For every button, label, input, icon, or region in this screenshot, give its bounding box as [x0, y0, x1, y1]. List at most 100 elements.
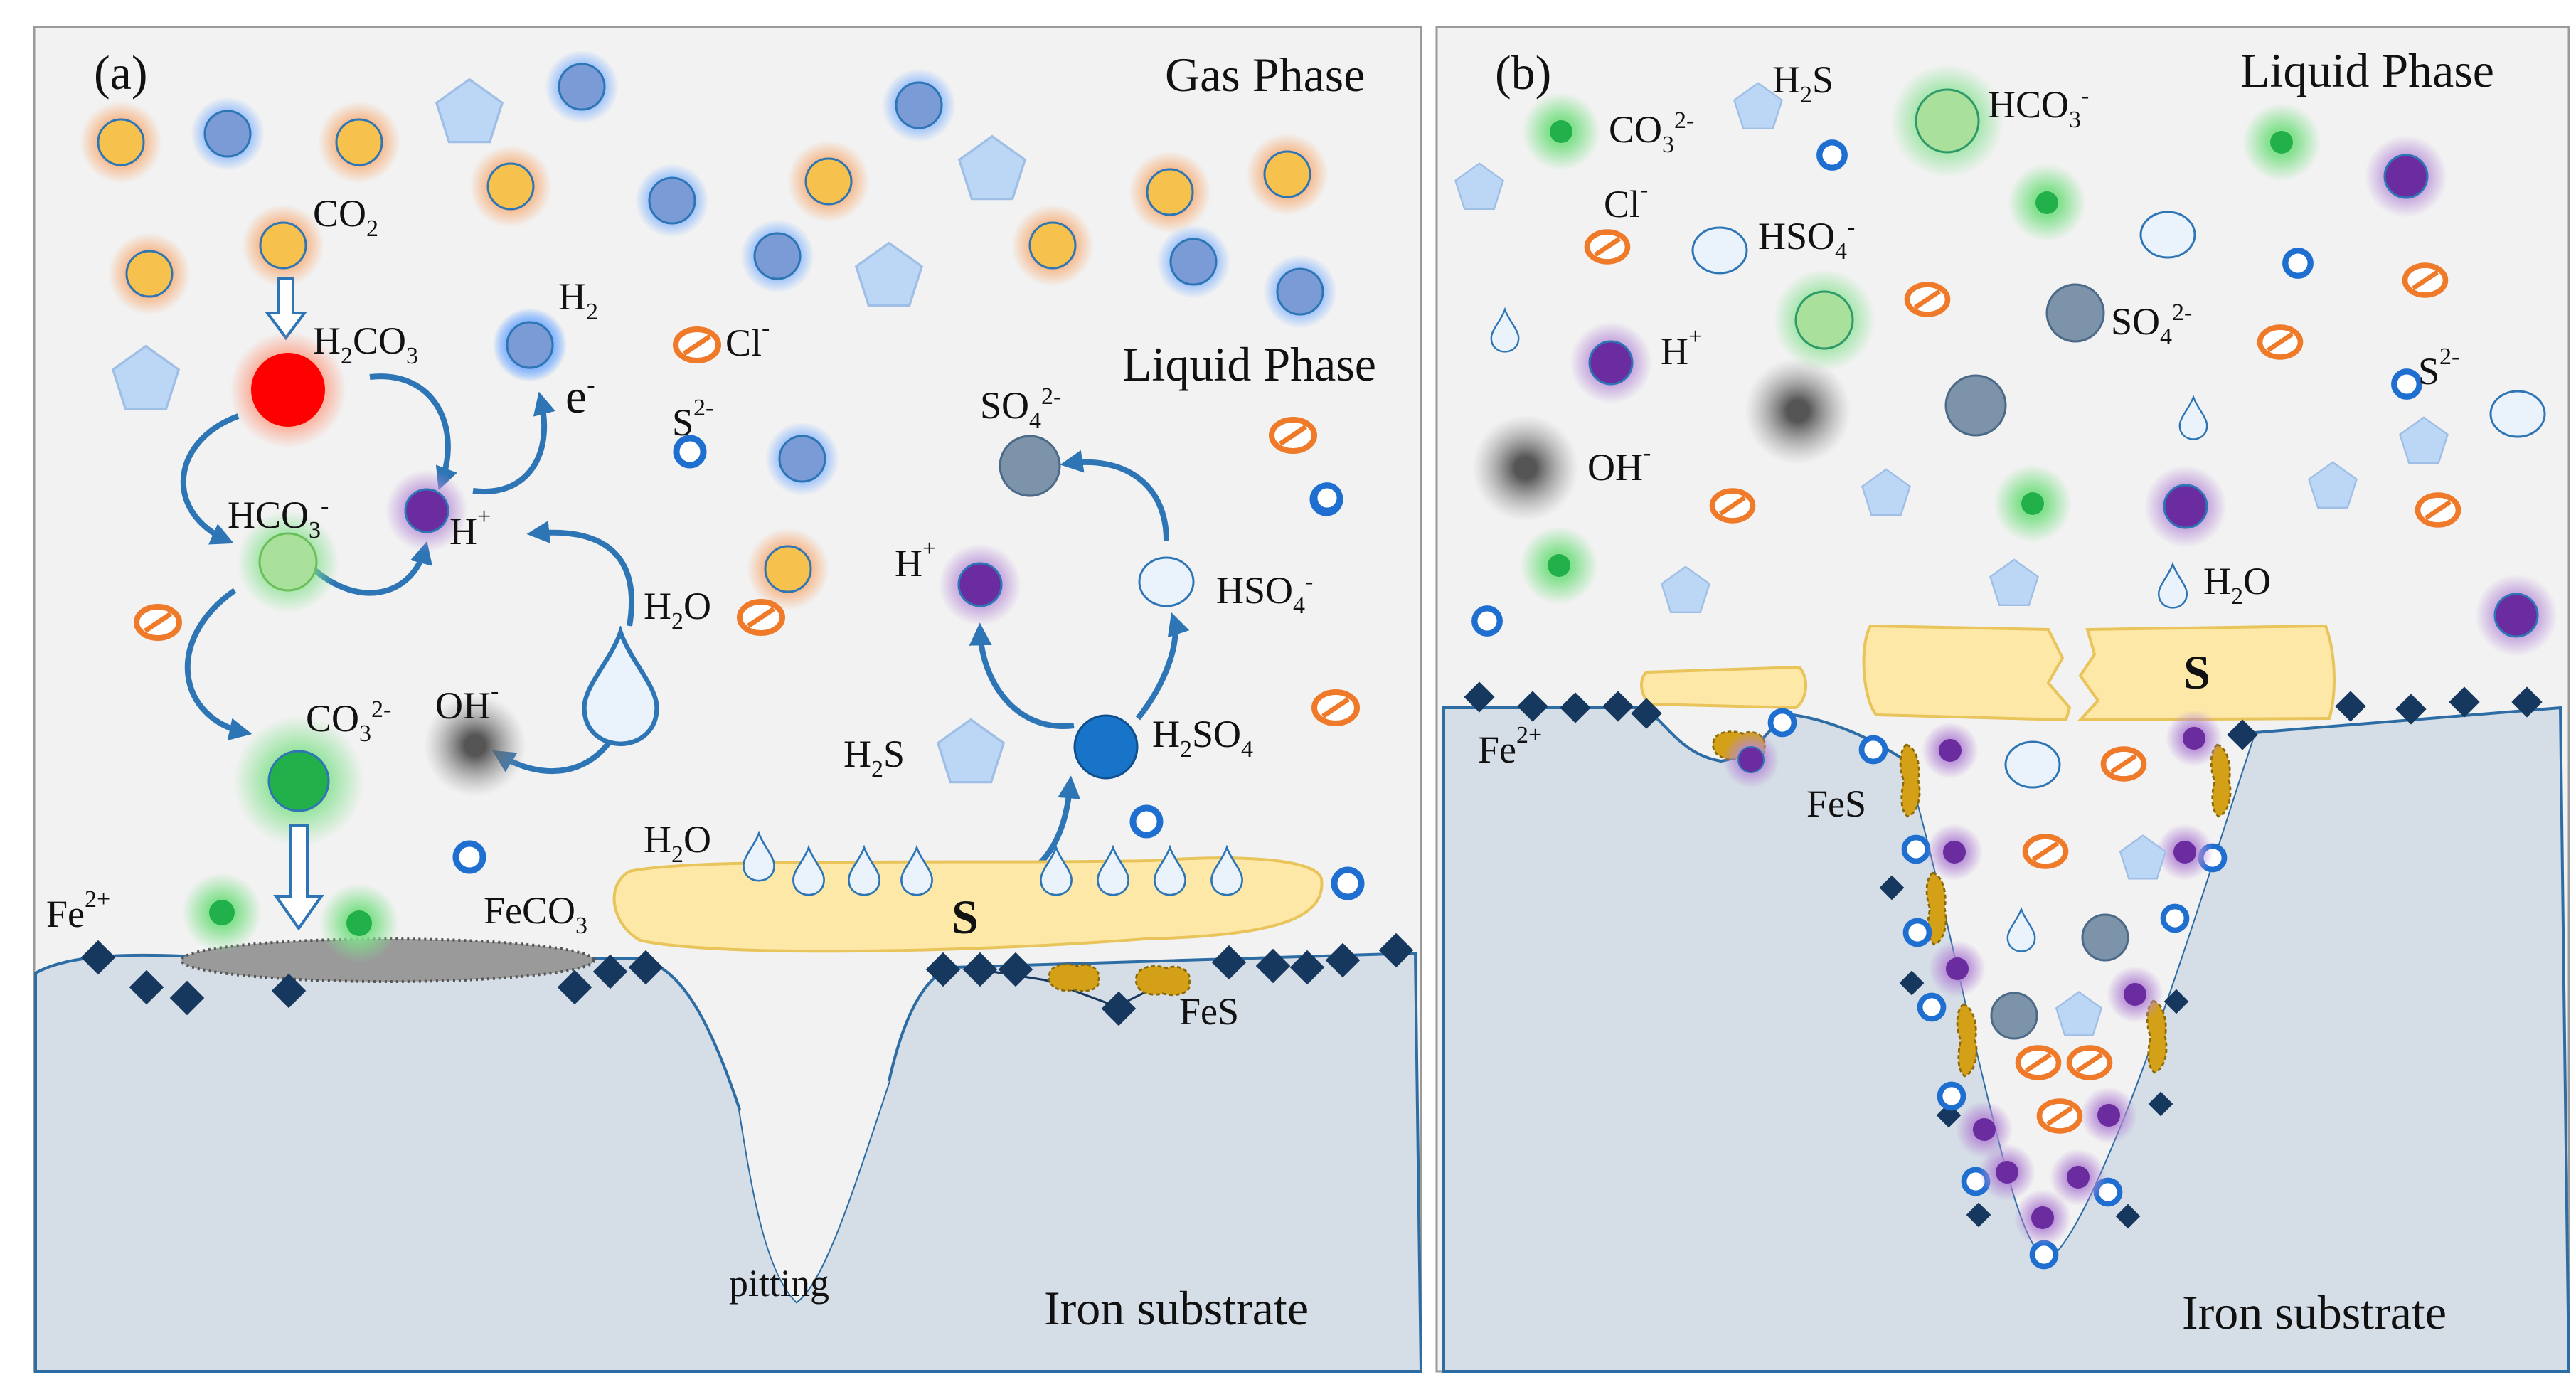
oh-ion: [424, 694, 526, 797]
electron-label: e-: [565, 369, 595, 423]
hso4-ion: [2004, 740, 2061, 789]
sulfur-film-small: [1640, 665, 1808, 710]
oh-ion-b: [1745, 358, 1851, 464]
h2-molecule: [740, 219, 814, 293]
h2co3-molecule: [230, 331, 346, 448]
hplus-ion: [2050, 1149, 2107, 1206]
h2s-label-b: H2S: [1772, 58, 1833, 108]
hplus-ion: [1956, 1101, 2013, 1158]
cl-ion: [1314, 692, 1357, 723]
so4-ion-b: [2045, 283, 2105, 343]
cl-ion: [2104, 749, 2144, 779]
so4-ion: [1944, 374, 2007, 437]
s2-ion: [2285, 250, 2310, 275]
hco3-ion-b: [1890, 64, 2004, 178]
hplus-label-b: H+: [1661, 324, 1702, 373]
co3-ion: [1520, 526, 1598, 605]
hplus-ion: [1929, 940, 1986, 997]
s2-ion: [456, 844, 483, 871]
arrow-h2so4-to-hplus: [969, 622, 1075, 729]
so4-ion: [2081, 913, 2129, 962]
co3-ion: [1994, 464, 2072, 543]
fes-label-a: FeS: [1179, 990, 1239, 1033]
panel-b-tag: (b): [1495, 46, 1551, 100]
feco3-layer: [180, 937, 595, 983]
co3-ion: [2008, 164, 2086, 242]
cl-ion: [2070, 1048, 2110, 1078]
cl-ion: [137, 607, 179, 638]
iron-substrate-label-b: Iron substrate: [2182, 1285, 2447, 1339]
oh-ion-b: [1472, 415, 1579, 521]
hplus-ion: [1926, 824, 1983, 881]
cl-ion: [676, 329, 718, 361]
hplus-ion-b: [1570, 322, 1652, 404]
arrow-h2co3-to-hco3: [180, 413, 240, 545]
h2-molecule: [191, 97, 265, 171]
hplus-ion: [2144, 465, 2227, 548]
h2so4-molecule: [1073, 714, 1139, 780]
panel-a-tag: (a): [94, 46, 147, 100]
s2-ion: [1940, 1085, 1964, 1108]
h2o-label-left: H2O: [644, 585, 711, 634]
cl-ion: [1907, 285, 1948, 314]
hplus-ion: [2014, 1189, 2071, 1246]
feco3-label: FeCO3: [484, 889, 587, 939]
cl-ion: [2018, 1048, 2059, 1078]
s2-ion: [1862, 738, 1885, 762]
arrow-h2o-to-hplus: [526, 521, 634, 627]
s2-ion: [1905, 838, 1928, 861]
hollow-arrow-co3-to-feco3: [273, 824, 324, 931]
co2-molecule: [80, 101, 162, 184]
cl-ion: [1587, 232, 1628, 262]
hplus-ion: [2475, 574, 2558, 657]
hplus-ion-right: [939, 543, 1021, 626]
s2-ion: [2163, 907, 2187, 930]
arrow-hco3-to-co3: [184, 588, 252, 741]
fe2-label-b: Fe2+: [1478, 722, 1542, 771]
arrow-hso4-to-so4: [1060, 450, 1169, 541]
panel-b: (b) Liquid Phase Iron substrate H2S CO32…: [1314, 26, 2571, 1373]
hco3-ion: [1773, 269, 1875, 371]
hplus-ion: [2080, 1087, 2137, 1144]
co3-ion-small: [319, 883, 399, 963]
hco3-label: HCO3-: [228, 493, 329, 543]
pitting-label: pitting: [729, 1262, 829, 1305]
hplus-ion: [1922, 722, 1979, 779]
liquid-phase-label-a: Liquid Phase: [1122, 337, 1376, 391]
hco3-ion: [237, 511, 339, 613]
so4-ion: [1990, 992, 2038, 1040]
co2-molecule: [1011, 204, 1094, 287]
panel-a: (a) Gas Phase Liquid Phase Iron substrat…: [33, 26, 1423, 1373]
hplus-ion: [1979, 1144, 2035, 1201]
s2-label: S2-: [672, 395, 713, 444]
hplus-ion: [1723, 731, 1779, 788]
cl-ion: [1272, 420, 1314, 451]
co3-label-b: CO32-: [1609, 107, 1694, 158]
hso4-ion: [2139, 211, 2196, 259]
s2-ion: [1474, 608, 1499, 633]
hplus-ion: [2365, 135, 2447, 218]
s2-ion: [1920, 996, 1944, 1019]
co2-molecule: [747, 528, 829, 610]
s2-label-b: S2-: [2418, 344, 2459, 393]
sulfur-film-large-2: [2077, 624, 2336, 722]
hplus-ion: [2156, 824, 2213, 881]
hplus-ion: [2166, 710, 2223, 767]
sulfur-label-a: S: [952, 890, 979, 944]
arrow-h2so4-to-hso4: [1135, 612, 1190, 721]
co2-label: CO2: [313, 192, 378, 242]
arrow-hplus-to-h2: [472, 391, 555, 495]
co3-ion-small: [182, 873, 262, 952]
h2co3-label: H2CO3: [313, 319, 418, 369]
h2-molecule: [1263, 255, 1337, 329]
hollow-arrow-co2-to-h2co3: [265, 277, 307, 341]
cl-ion: [740, 602, 782, 633]
hso4-ion: [1138, 556, 1195, 607]
s2-ion: [2033, 1243, 2056, 1267]
co2-molecule: [469, 145, 552, 228]
co2-molecule: [242, 204, 324, 287]
s2-ion: [1819, 142, 1844, 167]
h2o-label-b: H2O: [2203, 560, 2271, 610]
h2-molecule: [1156, 225, 1230, 299]
h2-molecule-reaction: [493, 308, 567, 382]
